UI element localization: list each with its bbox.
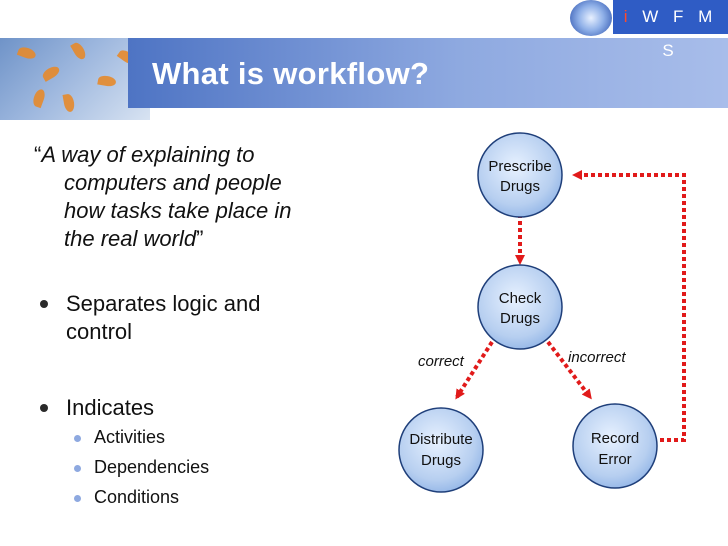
sub-bullet-activities: Activities <box>94 427 166 447</box>
node-check-drugs: Check Drugs <box>477 264 563 350</box>
node-label: Drugs <box>500 310 540 327</box>
brand-i: i <box>623 7 633 26</box>
quote-line-4: the real world <box>64 226 197 251</box>
header-leaves-image <box>0 38 150 120</box>
bullet-1-line-2: control <box>66 319 133 344</box>
globe-logo-icon <box>570 0 612 36</box>
node-distribute-drugs: Distribute Drugs <box>398 407 484 493</box>
sub-bullet-dot <box>74 495 81 502</box>
node-label: Prescribe <box>488 158 551 175</box>
quote-line-1: A way of explaining to <box>41 142 255 167</box>
sub-bullet-dot <box>74 465 81 472</box>
node-record-error: Record Error <box>572 403 658 489</box>
bullet-1-line-1: Separates logic and <box>66 291 261 316</box>
sub-bullet-conditions: Conditions <box>94 487 180 507</box>
node-prescribe-drugs: Prescribe Drugs <box>477 132 563 218</box>
brand-logo: i W F M S <box>613 0 728 60</box>
node-label: Error <box>598 451 631 468</box>
edge-check-to-distribute <box>455 340 494 400</box>
edge-check-to-record <box>546 340 592 400</box>
node-label: Drugs <box>500 178 540 195</box>
brand-rest: W F M S <box>632 7 718 60</box>
bullet-dot <box>40 300 48 308</box>
node-label: Drugs <box>421 452 461 469</box>
title-bar <box>128 38 728 108</box>
bullet-item-logic: Separates logic and control <box>66 290 260 346</box>
edge-record-to-prescribe <box>572 170 686 442</box>
quote-line-3: how tasks take place in <box>64 198 292 223</box>
sub-bullet-dot <box>74 435 81 442</box>
node-label: Record <box>591 430 639 447</box>
edge-label-incorrect: incorrect <box>568 349 626 366</box>
bullet-item-indicates: Indicates <box>66 395 155 420</box>
node-label: Distribute <box>409 431 472 448</box>
sub-bullet-dependencies: Dependencies <box>94 457 210 477</box>
quote-close: ” <box>196 226 204 251</box>
node-label: Check <box>499 290 542 307</box>
quote-line-2: computers and people <box>64 170 282 195</box>
edge-label-correct: correct <box>418 353 465 370</box>
quote-open: “ <box>34 142 42 167</box>
page-title: What is workflow? <box>152 56 430 91</box>
bullet-dot <box>40 404 48 412</box>
quote-block: “A way of explaining to computers and pe… <box>34 141 364 253</box>
